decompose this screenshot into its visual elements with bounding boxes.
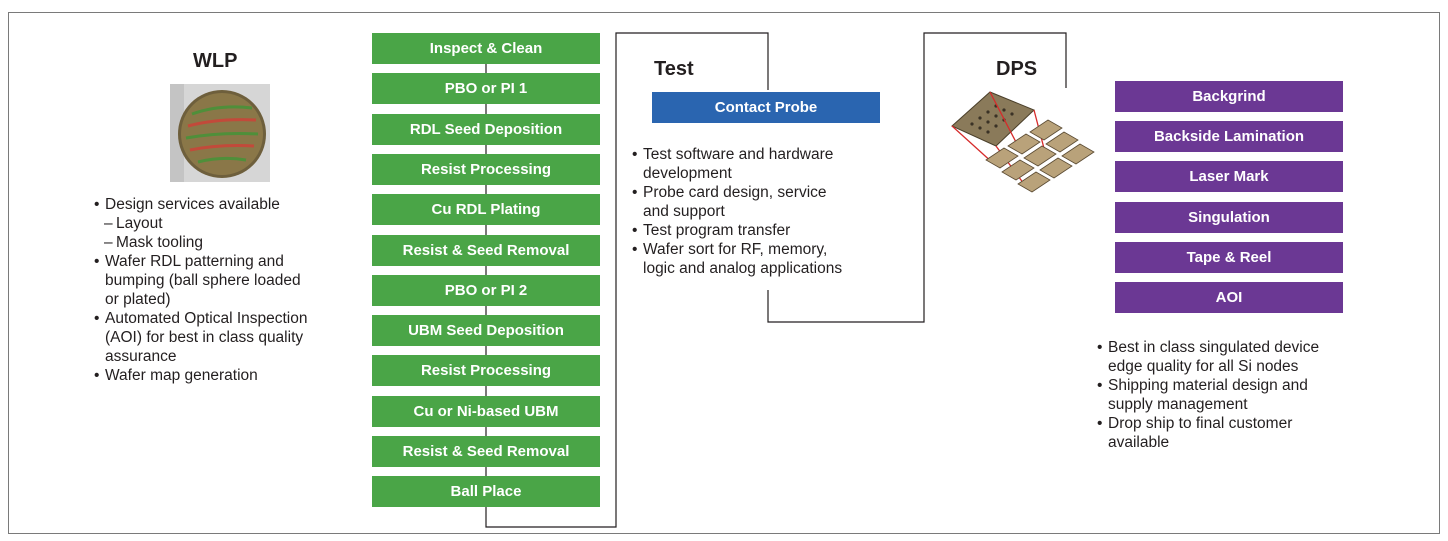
wlp-bullet-item: or plated) xyxy=(105,291,171,308)
dps-step-5-tape-and-reel: Tape & Reel xyxy=(1115,241,1343,273)
dps-bullet-item: Best in class singulated device xyxy=(1097,338,1367,357)
wlp-step-4-resist-processing: Resist Processing xyxy=(372,153,600,185)
dps-bullet-item: supply management xyxy=(1108,396,1248,413)
wlp-bullet-item: Automated Optical Inspection xyxy=(94,309,354,328)
dps-title: DPS xyxy=(996,58,1038,80)
dps-step-6-aoi: AOI xyxy=(1115,282,1343,313)
test-to-dps-connector xyxy=(767,32,1067,323)
test-bullet-item: and support xyxy=(643,203,725,220)
wafer-photo-icon xyxy=(170,84,270,182)
wlp-bullet-item: Layout xyxy=(94,214,354,233)
dps-bullet-item: edge quality for all Si nodes xyxy=(1108,358,1299,375)
wlp-step-3-rdl-seed-deposition: RDL Seed Deposition xyxy=(372,113,600,145)
wlp-step-12-ball-place: Ball Place xyxy=(372,476,600,508)
singulated-die-icon xyxy=(951,91,1095,193)
contact-probe-step: Contact Probe xyxy=(652,92,880,123)
wlp-bullet-item: (AOI) for best in class quality xyxy=(105,329,304,346)
dps-step-1-backgrind: Backgrind xyxy=(1115,81,1343,112)
wlp-bullet-item: assurance xyxy=(105,348,177,365)
test-bullet-item: Test program transfer xyxy=(632,221,917,240)
dps-step-2-backside-lamination: Backside Lamination xyxy=(1115,121,1343,153)
test-bullet-item: Wafer sort for RF, memory, xyxy=(632,240,917,259)
diagram-frame xyxy=(8,12,1440,534)
wlp-step-7-pbo-or-pi-2: PBO or PI 2 xyxy=(372,274,600,306)
wlp-step-6-resist-and-seed-removal: Resist & Seed Removal xyxy=(372,234,600,266)
wlp-feature-list: Design services availableLayoutMask tool… xyxy=(94,195,354,385)
wlp-step-8-ubm-seed-deposition: UBM Seed Deposition xyxy=(372,315,600,347)
wlp-step-9-resist-processing: Resist Processing xyxy=(372,355,600,387)
wlp-step-1-inspect-and-clean: Inspect & Clean xyxy=(372,33,600,64)
wlp-step-10-cu-or-ni-based-ubm: Cu or Ni-based UBM xyxy=(372,395,600,427)
test-bullet-item: development xyxy=(643,165,732,182)
wlp-bullet-item: Design services available xyxy=(94,195,354,214)
dps-bullet-item: Drop ship to final customer xyxy=(1097,414,1367,433)
wlp-bullet-item: Wafer RDL patterning and xyxy=(94,252,354,271)
wlp-step-2-pbo-or-pi-1: PBO or PI 1 xyxy=(372,73,600,105)
dps-step-3-laser-mark: Laser Mark xyxy=(1115,161,1343,193)
test-title: Test xyxy=(654,58,694,80)
dps-step-4-singulation: Singulation xyxy=(1115,201,1343,233)
test-bullet-item: logic and analog applications xyxy=(643,260,843,277)
wlp-step-11-resist-and-seed-removal: Resist & Seed Removal xyxy=(372,436,600,467)
dps-bullet-item: Shipping material design and xyxy=(1097,376,1367,395)
wlp-bullet-item: bumping (ball sphere loaded xyxy=(105,272,301,289)
test-feature-list: Test software and hardwaredevelopmentPro… xyxy=(632,145,917,278)
wlp-bullet-item: Wafer map generation xyxy=(94,366,354,385)
dps-bullet-item: available xyxy=(1108,434,1170,451)
test-bullet-item: Probe card design, service xyxy=(632,183,917,202)
test-bullet-item: Test software and hardware xyxy=(632,145,917,164)
wlp-bullet-item: Mask tooling xyxy=(94,233,354,252)
wlp-title: WLP xyxy=(193,50,238,72)
wlp-step-5-cu-rdl-plating: Cu RDL Plating xyxy=(372,194,600,226)
